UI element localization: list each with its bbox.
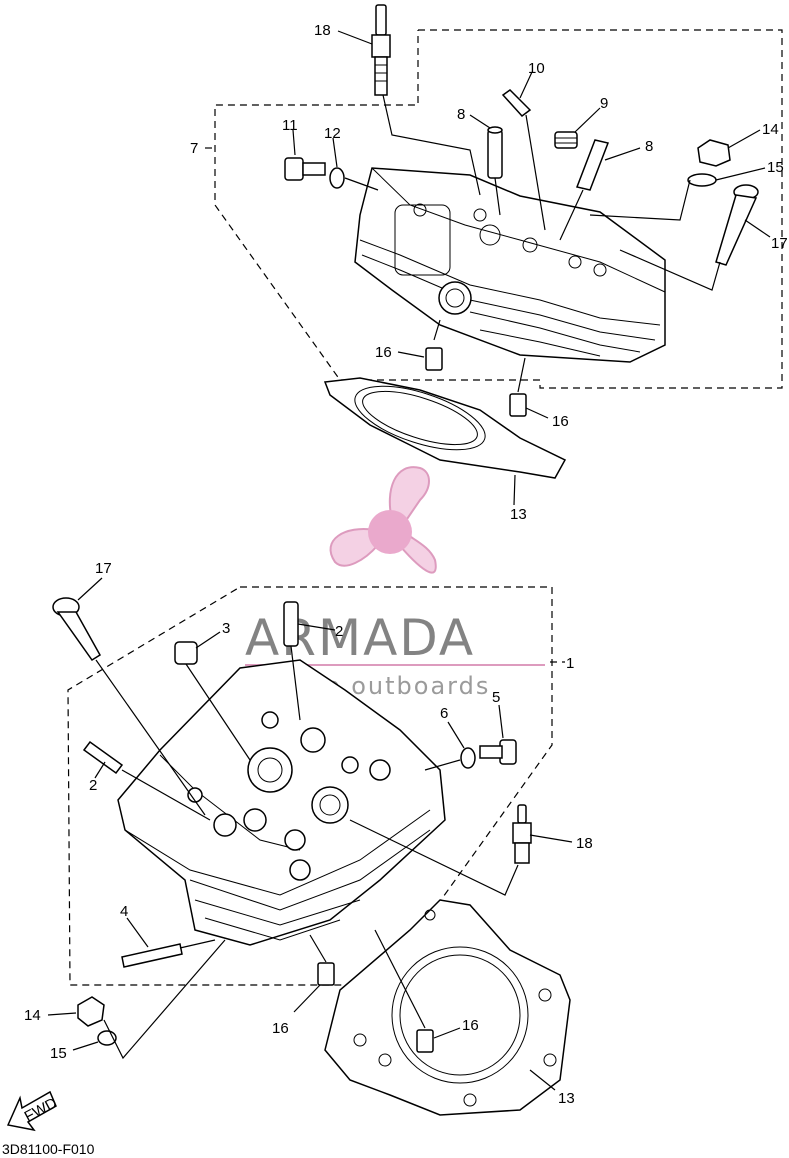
callout-10: 10 (528, 60, 545, 77)
upper-head-assembly (205, 4, 783, 506)
upper-group-boundary (214, 29, 783, 389)
plug-3 (174, 641, 198, 665)
head-bolt-17-lower (52, 597, 102, 662)
callout-1: 1 (566, 655, 574, 672)
callout-13-upper: 13 (510, 506, 527, 523)
dowel-16-upper-b (509, 393, 527, 417)
dowel-pin-2-lower (82, 740, 124, 775)
callout-12: 12 (324, 125, 341, 142)
nut-14-lower (77, 996, 105, 1027)
callout-2-lower: 2 (89, 777, 97, 794)
callout-11: 11 (282, 117, 298, 134)
callout-16-lower-b: 16 (462, 1017, 479, 1034)
callout-6: 6 (440, 705, 448, 722)
dowel-pin-2-upper (283, 601, 299, 647)
callout-15-lower: 15 (50, 1045, 67, 1062)
callout-17-upper: 17 (771, 235, 788, 252)
callout-3: 3 (222, 620, 230, 637)
lower-head-assembly (47, 577, 573, 1116)
callout-14-upper: 14 (762, 121, 779, 138)
dowel-16-lower-b (416, 1029, 434, 1053)
washer-6 (460, 747, 476, 769)
dowel-16-lower-a (317, 962, 335, 986)
callout-13-lower: 13 (558, 1090, 575, 1107)
callout-9: 9 (600, 95, 608, 112)
callout-4: 4 (120, 903, 128, 920)
callout-14-lower: 14 (24, 1007, 41, 1024)
washer-15-upper (687, 173, 717, 187)
valve-guide-left (487, 126, 503, 179)
callout-16-lower-a: 16 (272, 1020, 289, 1037)
callout-15-upper: 15 (767, 159, 784, 176)
dowel-16-upper-a (425, 347, 443, 371)
lower-cylinder-head (117, 659, 446, 946)
valve-guide-right (575, 139, 610, 191)
fwd-arrow-icon: FWD (6, 1090, 60, 1132)
bolt-5 (479, 739, 517, 765)
callout-18-upper: 18 (314, 22, 331, 39)
callout-7: 7 (190, 140, 198, 157)
upper-head-gasket (323, 377, 567, 479)
valve-seal-9 (554, 131, 578, 149)
head-bolt-17-upper (715, 184, 759, 266)
stud-bolt-10 (501, 89, 532, 118)
watermark-brand: ARMADA (245, 609, 475, 667)
callout-5: 5 (492, 689, 500, 706)
nut-14-upper (697, 139, 731, 167)
callout-16-upper-b: 16 (552, 413, 569, 430)
callout-2-upper: 2 (335, 623, 343, 640)
washer-12 (329, 167, 345, 189)
callout-8-right: 8 (645, 138, 653, 155)
lower-head-gasket (324, 899, 571, 1116)
upper-cylinder-head (354, 167, 666, 363)
spark-plug-upper (371, 4, 391, 96)
spark-plug-lower (512, 804, 532, 864)
callout-8-left: 8 (457, 106, 465, 123)
propeller-logo (329, 466, 437, 574)
callout-18-lower: 18 (576, 835, 593, 852)
bolt-11 (284, 157, 326, 181)
callout-16-upper-a: 16 (375, 344, 392, 361)
callout-17-lower: 17 (95, 560, 112, 577)
callout-labels: 18 10 9 8 8 7 11 12 14 15 17 16 16 13 17… (24, 22, 788, 1107)
catalog-code: 3D81100-F010 (2, 1141, 95, 1157)
lower-group-boundary (67, 586, 553, 986)
stud-bolt-4 (121, 943, 183, 968)
